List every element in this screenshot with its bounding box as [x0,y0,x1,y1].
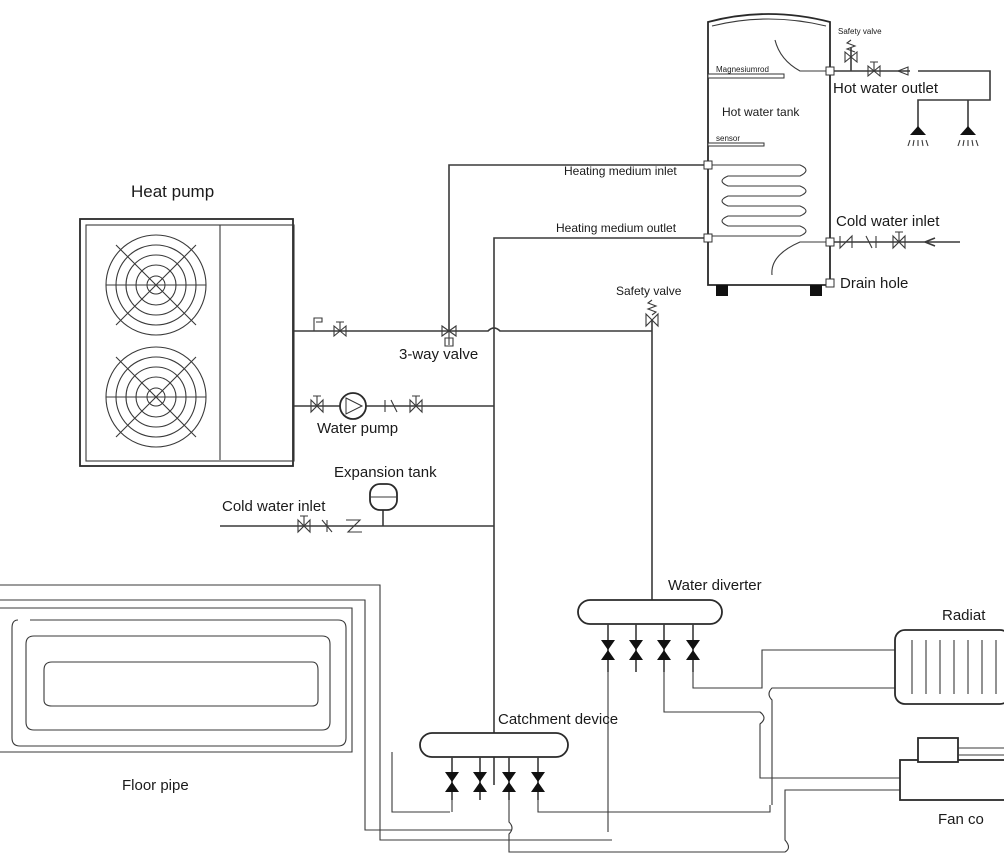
radiator-label: Radiat [942,607,986,624]
floor-pipe-outer [0,584,612,841]
heating-outlet-pipe [493,237,708,785]
labels: Heat pump Hot water tank Magnesiumrod se… [122,27,986,828]
hot-outlet-valve-icon [867,61,881,78]
three-way-valve-icon [441,324,457,347]
water-diverter [577,599,723,672]
tank-safety-valve-icon [844,39,858,64]
heat-pump-unit [79,218,295,467]
heating-inlet-pipe [448,164,708,331]
tank-cold-water-inlet-label: Cold water inlet [836,213,940,230]
shower-2-icon [960,126,976,135]
catchment-out-4 [537,800,771,813]
three-way-valve-label: 3-way valve [399,346,478,363]
heating-coil [708,164,807,237]
floor-pipe-loop-2 [0,599,512,831]
drain-hole-label: Drain hole [840,275,908,292]
return-check-icon [384,399,398,413]
expansion-tank-label: Expansion tank [334,464,437,481]
inlet-check-1-icon [321,519,333,533]
hot-water-outlet-label: Hot water outlet [833,80,939,97]
tank-safety-valve-label: Safety valve [838,27,882,36]
catchment-device [419,732,569,800]
shower-1-icon [910,126,926,135]
catchment-device-label: Catchment device [498,711,618,728]
heating-medium-inlet-label: Heating medium inlet [564,164,677,178]
radiator-unit [894,629,1004,705]
sensor-label: sensor [716,134,740,143]
inlet-valve-icon [297,515,311,534]
outlet-arrow-icon [896,66,909,76]
hot-water-tank-label: Hot water tank [722,105,800,119]
safety-valve-label: Safety valve [616,284,682,298]
fan-coil-unit [899,737,1004,801]
heat-pump-label: Heat pump [131,182,214,201]
water-pump-icon [339,392,367,420]
supply-valve-icon [333,321,347,338]
return-valve-1-icon [310,395,324,414]
expansion-tank-icon [369,483,398,511]
tank-inlet-check-icon [839,234,853,250]
diverter-to-radiator [692,649,895,689]
fan-coil-label: Fan co [938,811,984,828]
hot-water-tank [703,13,835,296]
diverter-to-fancoil [663,672,900,779]
safety-valve-icon [645,299,659,328]
floor-pipe-loop-3 [0,607,353,753]
arrow-cold-in [924,237,936,247]
floor-pipe-label: Floor pipe [122,777,189,794]
floor-pipe-loop-5 [25,635,331,731]
magnesium-rod-label: Magnesiumrod [716,65,769,74]
catchment-out-3 [508,789,1000,853]
return-valve-2-icon [409,395,423,414]
fan-top-icon [105,234,207,336]
inlet-check-2-icon [346,519,362,533]
radiator-return [768,687,895,805]
water-pump-label: Water pump [317,420,398,437]
valves [297,39,979,534]
heating-medium-outlet-label: Heating medium outlet [556,221,677,235]
flow-switch-icon [313,317,323,331]
tank-inlet-reducer-icon [865,235,877,249]
supply-pipe [293,327,652,332]
floor-pipe-loop-4 [11,619,347,747]
water-diverter-label: Water diverter [668,577,762,594]
cold-water-inlet-label: Cold water inlet [222,498,326,515]
floor-pipe-loop-6 [43,661,319,707]
tank-inlet-valve-icon [892,231,906,250]
floor-pipe-return [391,752,450,813]
fan-bottom-icon [105,346,207,448]
